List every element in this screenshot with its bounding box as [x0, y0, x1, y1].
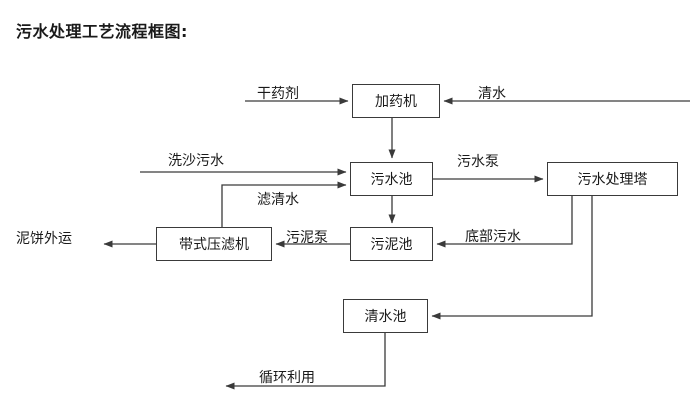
node-jiayaoji-label: 加药机: [375, 94, 417, 110]
node-wunichi[interactable]: 污泥池: [350, 227, 433, 261]
edge-tower-to-sludge-pool: [436, 196, 573, 248]
node-daishiyalvji[interactable]: 带式压滤机: [156, 227, 272, 261]
edge-label-xishawushui: 洗沙污水: [168, 153, 224, 169]
page-title: 污水处理工艺流程框图:: [16, 22, 188, 41]
node-wushuichi-label: 污水池: [370, 172, 413, 188]
edge-label-ganyaoji: 干药剂: [257, 86, 299, 102]
node-wunichi-label: 污泥池: [370, 237, 413, 253]
node-wushuichulita[interactable]: 污水处理塔: [547, 162, 678, 196]
node-wushuichi[interactable]: 污水池: [350, 162, 433, 196]
edge-label-qingshui: 清水: [478, 86, 506, 102]
edge-label-wushuibeng: 污水泵: [457, 154, 499, 170]
edge-filterpress-to-sewage-pool: [221, 181, 347, 227]
node-qingshuichi-label: 清水池: [364, 309, 407, 325]
edge-label-xunhuanliyong: 循环利用: [259, 370, 315, 386]
edge-label-wunibeng: 污泥泵: [286, 230, 328, 246]
edge-label-dibuwushui: 底部污水: [465, 229, 521, 245]
terminal-label-nibingwaiyun: 泥饼外运: [16, 231, 72, 247]
edge-tower-to-clearwater-pool: [431, 196, 593, 320]
edge-label-lvqingshui: 滤清水: [257, 192, 299, 208]
node-qingshuichi[interactable]: 清水池: [343, 299, 428, 333]
node-wushuichulita-label: 污水处理塔: [577, 172, 648, 188]
node-daishiyalvji-label: 带式压滤机: [179, 237, 249, 253]
edge-clearwater-pool-to-recycle: [225, 333, 386, 390]
node-jiayaoji[interactable]: 加药机: [352, 84, 440, 118]
